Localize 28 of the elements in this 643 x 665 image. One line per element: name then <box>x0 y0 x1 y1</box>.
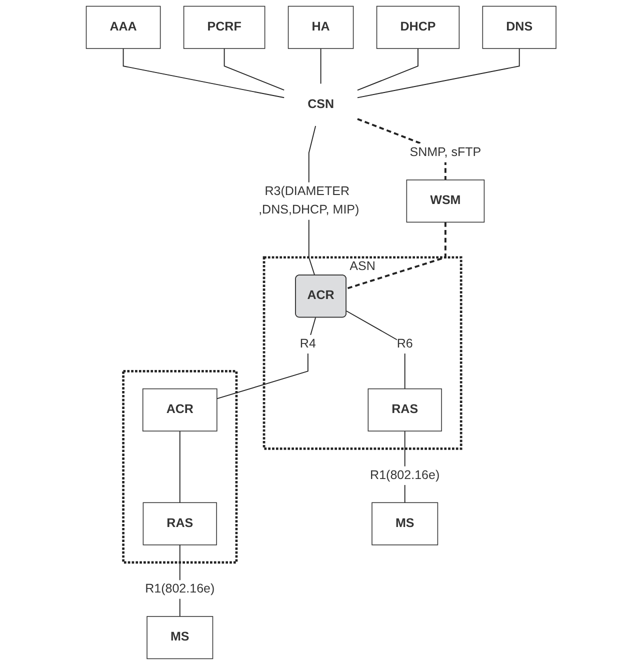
node-box: DHCP <box>376 6 460 49</box>
edge-label: SNMP, sFTP <box>410 146 482 160</box>
edge-label: R1(802.16e) <box>370 468 440 482</box>
node-box: ACR <box>142 388 218 432</box>
node-box: RAS <box>368 388 442 432</box>
node-box: MS <box>372 502 438 546</box>
connector <box>357 48 520 98</box>
cluster <box>122 370 238 564</box>
edge-label: R1(802.16e) <box>145 582 216 596</box>
edge-label: R3(DIAMETER ,DNS,DHCP, MIP) <box>258 184 360 217</box>
edge-label: R4 <box>300 337 316 350</box>
connector <box>320 48 322 84</box>
node-text: CSN <box>308 98 334 112</box>
connector <box>224 48 285 91</box>
node-box: RAS <box>143 502 218 546</box>
connector <box>180 430 181 504</box>
connector <box>357 48 419 91</box>
node-box: WSM <box>406 180 485 223</box>
node-box: DNS <box>482 6 557 49</box>
connector <box>123 48 285 98</box>
node-box: HA <box>288 6 354 49</box>
connector <box>346 310 406 390</box>
connector <box>346 222 447 290</box>
edge-label: R6 <box>397 337 414 350</box>
connector <box>216 317 316 400</box>
node-box: PCRF <box>184 6 266 49</box>
node-box: MS <box>147 616 214 660</box>
node-box: AAA <box>86 6 162 49</box>
